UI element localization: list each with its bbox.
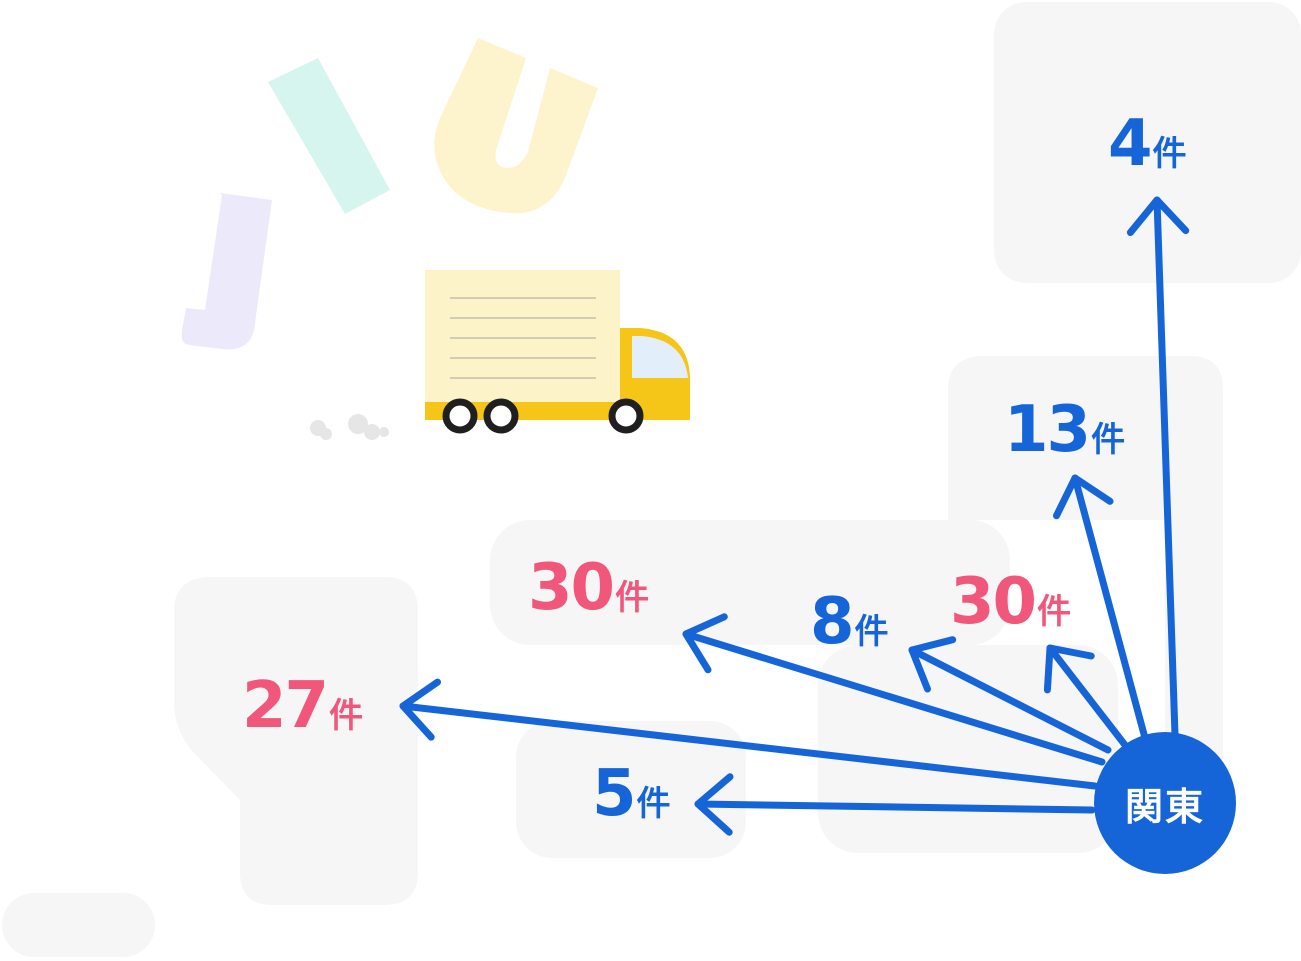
flow-label-north-mid: 13件: [1004, 398, 1125, 462]
flow-count-center-mid: 8: [810, 585, 855, 659]
decorative-letters: [181, 38, 598, 350]
arrow-center-east-shaft: [1046, 644, 1129, 749]
letter-j-decor: [181, 193, 272, 350]
flow-label-south-west: 5件: [592, 762, 671, 826]
flow-count-north-top: 4: [1108, 107, 1153, 181]
arrow-north-top-shaft: [1153, 196, 1179, 739]
flow-count-west-far: 27: [242, 669, 329, 743]
flow-label-center-mid: 8件: [810, 590, 889, 654]
truck-exhaust-puffs: [310, 414, 389, 440]
flow-count-center-east: 30: [950, 565, 1037, 639]
flow-unit-north-mid: 件: [1091, 420, 1126, 460]
letter-i-decor: [268, 58, 390, 214]
arrow-north-mid-shaft: [1071, 474, 1149, 742]
arrow-center-east-head: [1043, 644, 1095, 694]
flow-unit-center-west: 件: [615, 578, 650, 618]
flow-label-west-far: 27件: [242, 674, 363, 738]
region-shikoku: [516, 721, 746, 858]
truck-wheel-front: [608, 398, 644, 434]
truck-wheel-rear-1: [442, 398, 478, 434]
arrow-north-top-head: [1126, 196, 1190, 236]
truck-wheel-rear-2: [483, 398, 519, 434]
flow-unit-west-far: 件: [329, 696, 364, 736]
region-okinawa: [2, 893, 155, 957]
arrow-center-west-head: [682, 613, 728, 674]
arrow-north-mid-head: [1053, 474, 1114, 520]
region-chubu: [490, 520, 1010, 645]
flow-arrows: [399, 196, 1190, 836]
region-kyushu: [174, 577, 418, 905]
kanto-hub-label: 関東: [1124, 784, 1205, 829]
arrow-center-mid-shaft: [908, 646, 1112, 754]
region-hokkaido: [994, 2, 1301, 283]
flow-count-center-west: 30: [528, 551, 615, 625]
arrow-west-far-shaft: [399, 702, 1099, 790]
arrow-south-west-shaft: [694, 800, 1096, 814]
letter-u-decor: [434, 38, 598, 214]
truck-illustration: [310, 270, 690, 440]
flow-count-north-mid: 13: [1004, 393, 1091, 467]
flow-unit-center-east: 件: [1037, 592, 1072, 632]
truck-window: [632, 336, 688, 378]
flow-unit-north-top: 件: [1152, 134, 1187, 174]
flow-label-north-top: 4件: [1108, 112, 1187, 176]
arrow-west-far-head: [399, 678, 441, 741]
flow-label-center-east: 30件: [950, 570, 1071, 634]
flow-count-south-west: 5: [592, 757, 637, 831]
region-tohoku: [948, 356, 1223, 790]
flow-unit-south-west: 件: [636, 784, 671, 824]
kanto-hub-circle: 関東: [1094, 732, 1236, 874]
truck-wheels: [442, 398, 644, 434]
arrow-south-west-head: [694, 773, 734, 836]
arrow-center-west-shaft: [682, 630, 1106, 766]
truck-cargo-box: [425, 270, 620, 402]
truck-cargo-lines: [450, 297, 596, 379]
flow-unit-center-mid: 件: [854, 612, 889, 652]
flow-label-center-west: 30件: [528, 556, 649, 620]
arrow-center-mid-head: [908, 636, 957, 693]
